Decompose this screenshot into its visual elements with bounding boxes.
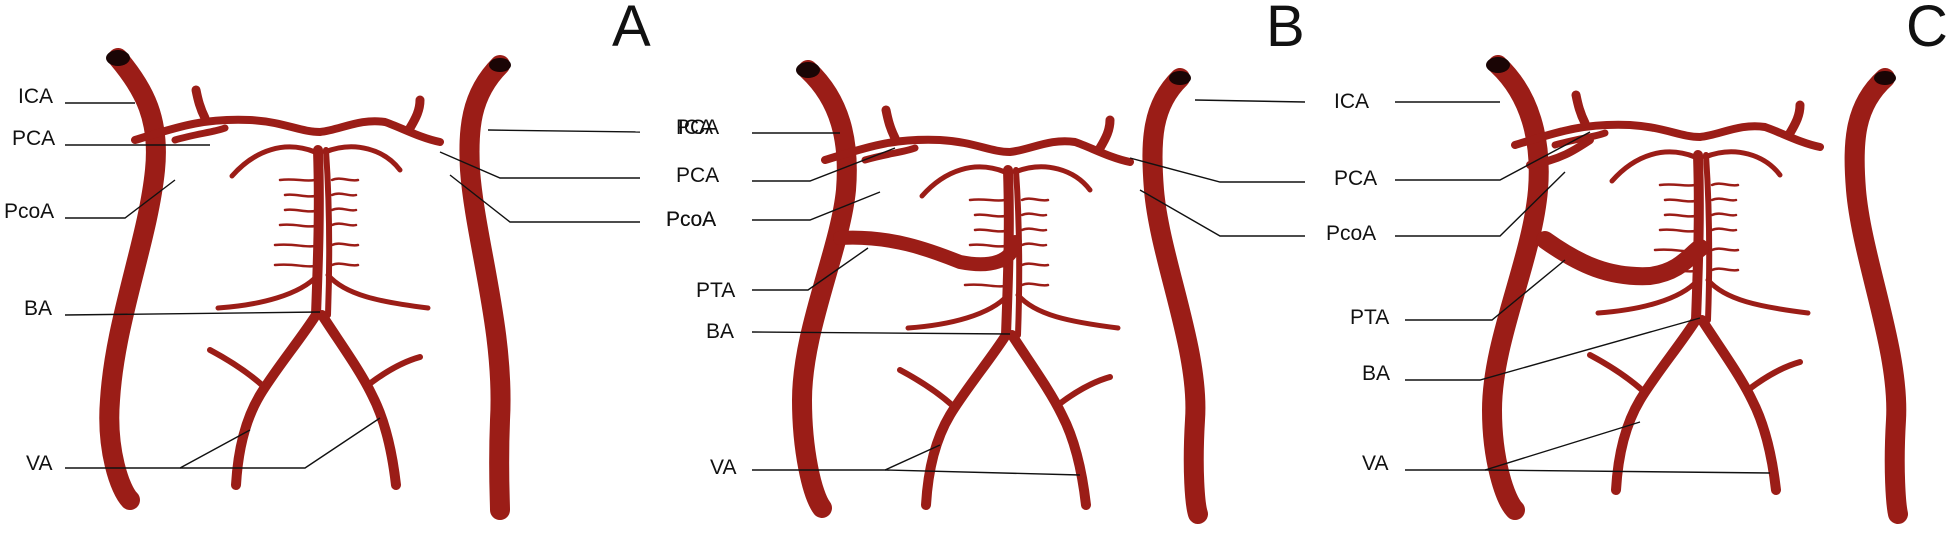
label-ica-right-a: ICA bbox=[678, 116, 713, 139]
label-pta-c: PTA bbox=[1350, 306, 1389, 329]
label-ica-right-b: ICA bbox=[1334, 90, 1369, 113]
ica-right-a bbox=[459, 55, 511, 520]
ica-left-c bbox=[1482, 55, 1549, 520]
lumen-left-a bbox=[106, 50, 130, 66]
artery-tree-a bbox=[135, 90, 440, 485]
lumen-right-a bbox=[489, 58, 511, 72]
label-pcoa-right-b: PcoA bbox=[1326, 222, 1376, 245]
artery-tree-b bbox=[825, 110, 1130, 505]
label-pta-b: PTA bbox=[696, 279, 735, 302]
label-ica-left-a: ICA bbox=[18, 85, 53, 108]
panel-letter-a: A bbox=[612, 0, 651, 59]
pta-b bbox=[833, 230, 1022, 272]
ica-left-a bbox=[99, 48, 166, 510]
label-ba-a: BA bbox=[24, 297, 52, 320]
label-ba-c: BA bbox=[1362, 362, 1390, 385]
label-pca-left-b: PCA bbox=[676, 116, 719, 139]
label-pcoa-left-b: PcoA bbox=[666, 208, 716, 231]
label-pca-right-a: PCA bbox=[676, 164, 719, 187]
panel-c: C PTA BA VA bbox=[1350, 0, 1948, 524]
label-pca-right-b: PCA bbox=[1334, 167, 1377, 190]
label-va-c: VA bbox=[1362, 452, 1388, 475]
label-va-b: VA bbox=[710, 456, 736, 479]
lumen-right-b bbox=[1169, 71, 1191, 85]
panel-letter-b: B bbox=[1266, 0, 1305, 59]
label-pcoa-left-a: PcoA bbox=[4, 200, 54, 223]
label-pcoa-right-a: PcoA bbox=[666, 208, 716, 231]
panel-a: A ICA PCA PcoA BA VA ICA PCA PcoA bbox=[4, 0, 719, 520]
label-ba-b: BA bbox=[706, 320, 734, 343]
lumen-left-b bbox=[796, 62, 820, 78]
panel-letter-c: C bbox=[1906, 0, 1948, 59]
ica-right-b bbox=[1142, 68, 1208, 524]
panel-b: B PCA PcoA PTA BA VA ICA PCA PcoA bbox=[666, 0, 1377, 524]
lumen-left-c bbox=[1486, 57, 1510, 73]
ica-left-b bbox=[792, 60, 857, 518]
label-va-a: VA bbox=[26, 452, 52, 475]
ica-right-c bbox=[1844, 68, 1908, 524]
label-pca-left-a: PCA bbox=[12, 127, 55, 150]
pta-c bbox=[1536, 231, 1709, 286]
lumen-right-c bbox=[1874, 71, 1896, 85]
